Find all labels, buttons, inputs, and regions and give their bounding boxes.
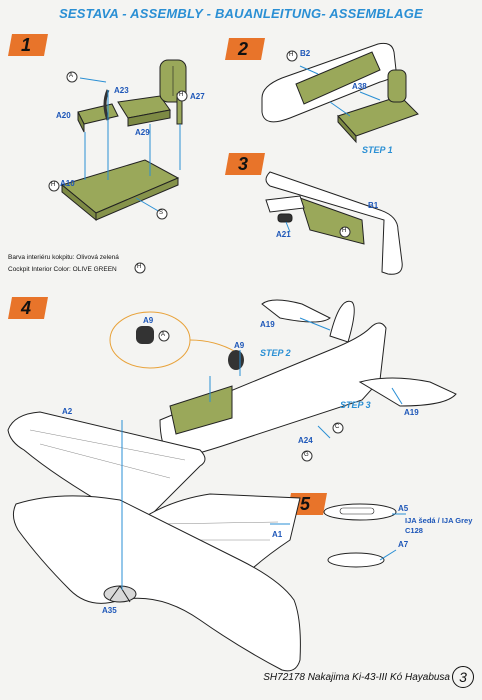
step-5-number: 5: [300, 494, 311, 514]
symbol-h-4: H: [342, 228, 347, 234]
part-label-a9-detail: A9: [143, 316, 154, 325]
page-number: 3: [452, 666, 474, 688]
step-4-ref-step2: STEP 2: [260, 348, 291, 358]
symbol-h-3: H: [289, 52, 294, 58]
symbol-g-1: G: [304, 452, 309, 458]
footer-caption: SH72178 Nakajima Ki-43-III Kó Hayabusa: [263, 672, 450, 683]
canopy-color-note: IJA šedá / IJA Grey C128: [405, 516, 472, 536]
step-5-drawing: [323, 503, 406, 568]
part-label-a29: A29: [135, 128, 150, 137]
symbol-c-1: C: [335, 424, 340, 430]
symbol-h-5: H: [137, 264, 142, 270]
canopy-color-line1: IJA šedá / IJA Grey: [405, 516, 473, 525]
part-label-b2: B2: [300, 49, 311, 58]
step-2-ref-step1: STEP 1: [362, 145, 393, 155]
part-label-a21: A21: [276, 230, 291, 239]
step-1-drawing: [60, 59, 187, 222]
part-label-a27: A27: [190, 92, 205, 101]
symbol-h-1: H: [51, 182, 56, 188]
part-label-a9: A9: [234, 341, 245, 350]
part-label-a23: A23: [114, 86, 129, 95]
symbol-s-1: S: [159, 210, 164, 216]
symbol-h-2: H: [179, 92, 184, 98]
assembly-symbols: [48, 50, 351, 462]
part-label-a19-right: A19: [404, 408, 419, 417]
step-1-number: 1: [21, 35, 32, 55]
step-3-drawing: [265, 171, 403, 275]
part-label-a35: A35: [102, 606, 117, 615]
step-2-number: 2: [238, 39, 249, 59]
part-label-a20: A20: [56, 111, 71, 120]
step-3-number: 3: [238, 154, 249, 174]
part-label-b1: B1: [368, 201, 379, 210]
symbol-a-1: A: [69, 73, 74, 79]
part-label-a1: A1: [272, 530, 283, 539]
cockpit-color-note-en: Cockpit Interior Color: OLIVE GREEN: [8, 266, 117, 273]
step-4-drawing: [7, 299, 457, 672]
part-label-a7: A7: [398, 540, 409, 549]
step-4-badge: 4: [8, 297, 48, 319]
step-4-detail-callout: [109, 311, 237, 369]
step-2-badge: 2: [225, 38, 265, 60]
canopy-color-line2: C128: [405, 526, 423, 535]
step-4-ref-step3: STEP 3: [340, 400, 371, 410]
part-label-a10: A10: [60, 179, 75, 188]
part-label-a38: A38: [352, 82, 367, 91]
step-1-badge: 1: [8, 34, 48, 56]
page-title: SESTAVA - ASSEMBLY - BAUANLEITUNG- ASSEM…: [59, 6, 423, 21]
part-label-a24: A24: [298, 436, 313, 445]
step-4-number: 4: [21, 298, 32, 318]
step-3-badge: 3: [225, 153, 265, 175]
part-label-a2: A2: [62, 407, 73, 416]
part-label-a19-top: A19: [260, 320, 275, 329]
cockpit-color-note-cz: Barva interiéru kokpitu: Olivová zelená: [8, 254, 119, 261]
symbol-a-2: A: [161, 332, 166, 338]
step-2-drawing: [261, 42, 419, 144]
part-label-a5: A5: [398, 504, 409, 513]
